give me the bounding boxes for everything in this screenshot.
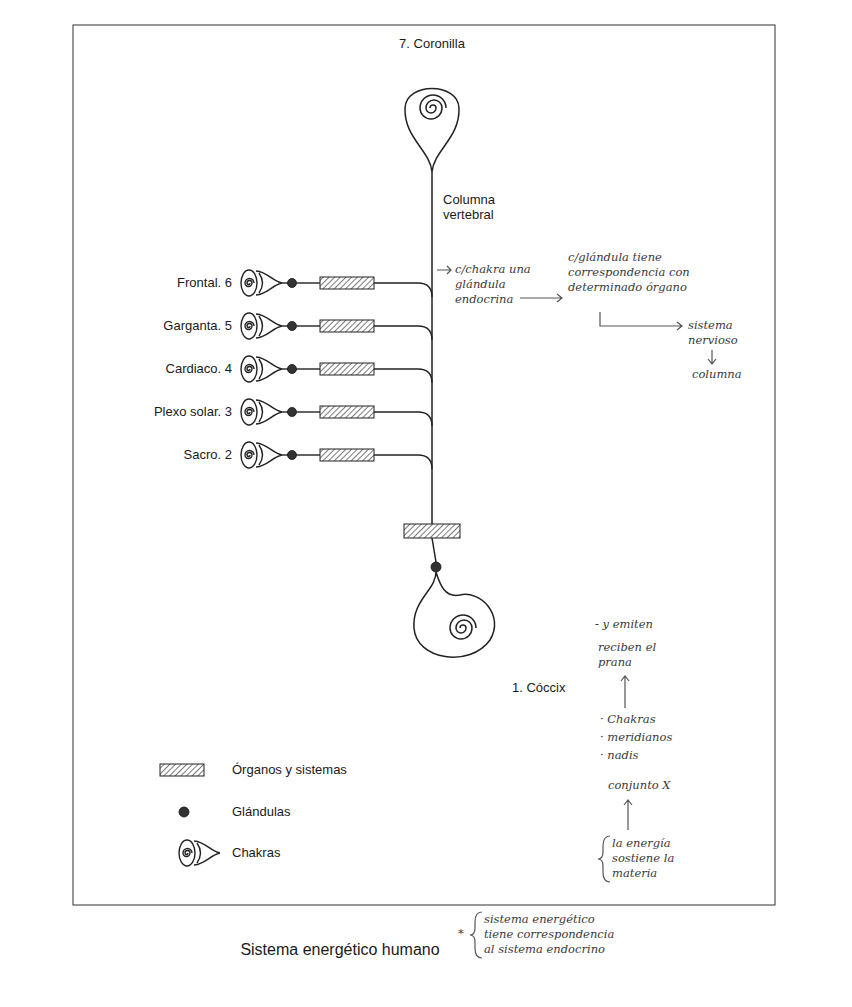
chakra-label: 1. Cóccix xyxy=(512,680,565,695)
handwritten-note: · meridianos xyxy=(600,730,672,745)
gland-symbol xyxy=(431,562,441,572)
organ-symbol xyxy=(404,524,460,538)
handwritten-note: reciben el prana xyxy=(598,640,670,670)
chakra-label: Cardiaco. 4 xyxy=(166,361,232,376)
chakra-label: Garganta. 5 xyxy=(163,318,232,333)
chakra-row xyxy=(241,356,432,383)
handwritten-note: * xyxy=(458,926,464,941)
chakra-row xyxy=(241,399,432,426)
handwritten-note: conjunto X xyxy=(608,778,671,793)
legend-text: Órganos y sistemas xyxy=(232,762,347,777)
legend-chakra-sample xyxy=(179,840,220,866)
handwritten-arrows xyxy=(437,266,716,958)
spine-line xyxy=(432,538,436,562)
chakra-row xyxy=(241,442,432,469)
caption: Sistema energético humano xyxy=(240,940,439,960)
chakra-row xyxy=(241,313,432,340)
handwritten-note: · nadis xyxy=(600,748,639,763)
legend-gland-sample xyxy=(179,807,189,817)
chakra-label: Plexo solar. 3 xyxy=(154,404,232,419)
chakra-row xyxy=(241,270,432,297)
legend-text: Chakras xyxy=(232,845,280,860)
handwritten-note: - y emiten xyxy=(595,617,653,632)
handwritten-note: c/glándula tiene correspondencia con det… xyxy=(568,250,690,295)
handwritten-note: c/chakra una glándula endocrina xyxy=(455,262,540,307)
chakra-label: Sacro. 2 xyxy=(184,447,232,462)
spine-label: Columna vertebral xyxy=(443,192,515,222)
handwritten-note: · Chakras xyxy=(600,712,656,727)
chakra-label: 7. Coronilla xyxy=(399,36,465,51)
handwritten-note: columna xyxy=(692,367,742,382)
legend-text: Glándulas xyxy=(232,804,291,819)
handwritten-note: sistema energético tiene correspondencia… xyxy=(484,912,626,957)
legend-organ-sample xyxy=(160,764,204,776)
crown-chakra-symbol xyxy=(405,89,459,173)
root-chakra-symbol xyxy=(414,572,495,657)
spine-line xyxy=(431,172,433,524)
chakra-label: Frontal. 6 xyxy=(177,275,232,290)
handwritten-note: la energía sostiene la materia xyxy=(612,836,684,881)
frame xyxy=(73,25,775,905)
handwritten-note: sistema nervioso xyxy=(688,318,768,348)
